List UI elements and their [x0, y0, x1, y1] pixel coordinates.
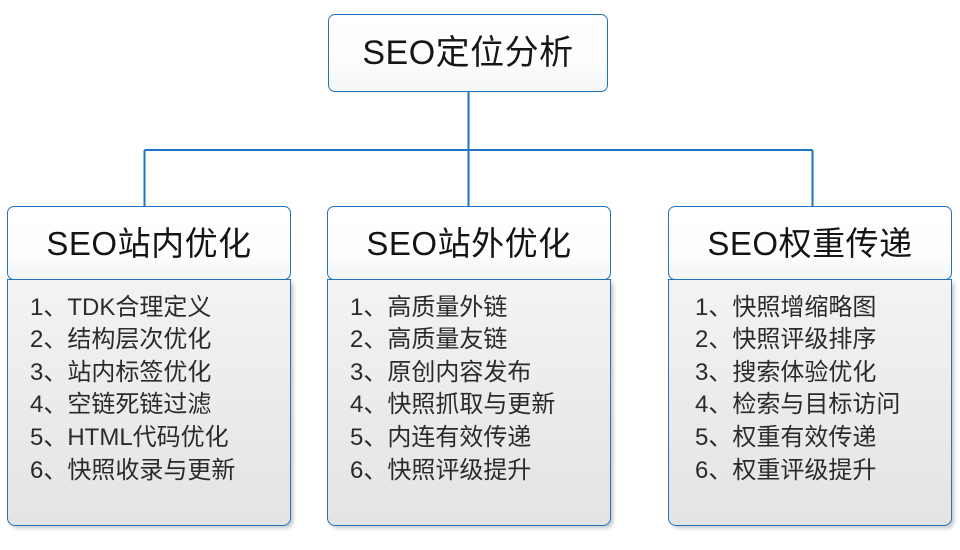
list-item: 6、权重评级提升: [695, 456, 877, 484]
list-item: 1、高质量外链: [350, 293, 508, 321]
branch-item-list-2: 1、高质量外链 2、高质量友链 3、原创内容发布 4、快照抓取与更新 5、内连有…: [328, 292, 610, 488]
branch-header-label-1: SEO站内优化: [46, 224, 252, 262]
list-item: 3、原创内容发布: [350, 358, 532, 386]
list-item: 4、快照抓取与更新: [350, 391, 556, 419]
branch-body-1: 1、TDK合理定义 2、结构层次优化 3、站内标签优化 4、空链死链过滤 5、H…: [7, 278, 291, 526]
list-item: 2、快照评级排序: [695, 326, 877, 354]
list-item: 2、结构层次优化: [30, 326, 212, 354]
branch-item-list-3: 1、快照增缩略图 2、快照评级排序 3、搜索体验优化 4、检索与目标访问 5、权…: [669, 292, 951, 488]
list-item: 5、HTML代码优化: [30, 424, 229, 451]
list-item: 6、快照收录与更新: [30, 456, 236, 484]
list-item: 5、权重有效传递: [695, 424, 877, 451]
branch-body-2: 1、高质量外链 2、高质量友链 3、原创内容发布 4、快照抓取与更新 5、内连有…: [327, 278, 611, 526]
branch-header-label-3: SEO权重传递: [707, 224, 913, 262]
list-item: 3、搜索体验优化: [695, 358, 877, 386]
list-item: 2、高质量友链: [350, 326, 508, 354]
list-item: 1、快照增缩略图: [695, 293, 877, 321]
list-item: 4、空链死链过滤: [30, 391, 212, 419]
branch-header-3: SEO权重传递: [668, 206, 952, 280]
branch-header-label-2: SEO站外优化: [366, 224, 572, 262]
branch-header-1: SEO站内优化: [7, 206, 291, 280]
branch-item-list-1: 1、TDK合理定义 2、结构层次优化 3、站内标签优化 4、空链死链过滤 5、H…: [8, 292, 290, 488]
list-item: 5、内连有效传递: [350, 424, 532, 451]
root-node-label: SEO定位分析: [362, 34, 574, 72]
branch-body-3: 1、快照增缩略图 2、快照评级排序 3、搜索体验优化 4、检索与目标访问 5、权…: [668, 278, 952, 526]
list-item: 1、TDK合理定义: [30, 293, 212, 321]
branch-column-2: SEO站外优化 1、高质量外链 2、高质量友链 3、原创内容发布 4、快照抓取与…: [327, 206, 611, 526]
root-node: SEO定位分析: [328, 14, 608, 92]
branch-column-3: SEO权重传递 1、快照增缩略图 2、快照评级排序 3、搜索体验优化 4、检索与…: [668, 206, 952, 526]
branch-column-1: SEO站内优化 1、TDK合理定义 2、结构层次优化 3、站内标签优化 4、空链…: [7, 206, 291, 526]
list-item: 4、检索与目标访问: [695, 391, 901, 419]
branch-header-2: SEO站外优化: [327, 206, 611, 280]
list-item: 6、快照评级提升: [350, 456, 532, 484]
list-item: 3、站内标签优化: [30, 358, 212, 386]
